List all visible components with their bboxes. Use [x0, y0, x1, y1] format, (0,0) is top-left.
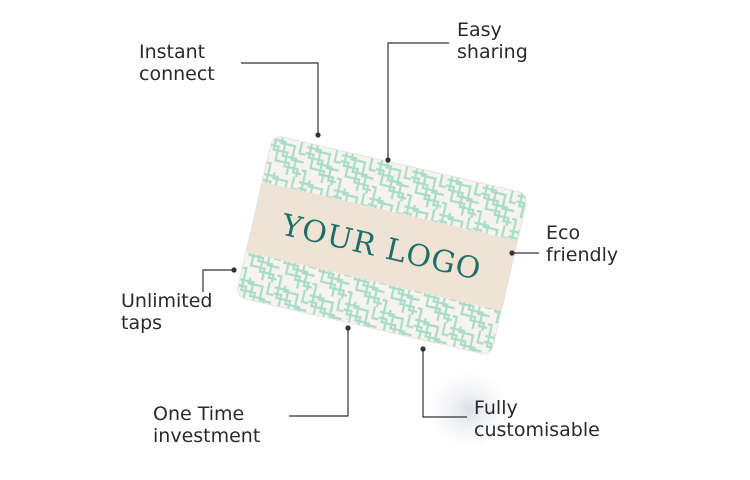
connector-one-time — [289, 328, 349, 417]
label-one-time-investment: One Time investment — [153, 403, 261, 447]
label-fully-customisable: Fully customisable — [474, 397, 600, 441]
label-unlimited-taps: Unlimited taps — [121, 290, 213, 334]
connector-easy-sharing — [387, 42, 449, 160]
connector-fully-customisable — [422, 349, 467, 418]
nfc-card: YOUR LOGO — [235, 135, 529, 356]
connector-unlimited-taps — [202, 269, 234, 292]
label-instant-connect: Instant connect — [139, 41, 215, 85]
logo-band — [236, 179, 529, 315]
connector-instant-connect — [241, 62, 319, 135]
label-eco-friendly: Eco friendly — [546, 222, 619, 266]
label-easy-sharing: Easy sharing — [457, 19, 528, 63]
card-shadow — [418, 362, 520, 458]
